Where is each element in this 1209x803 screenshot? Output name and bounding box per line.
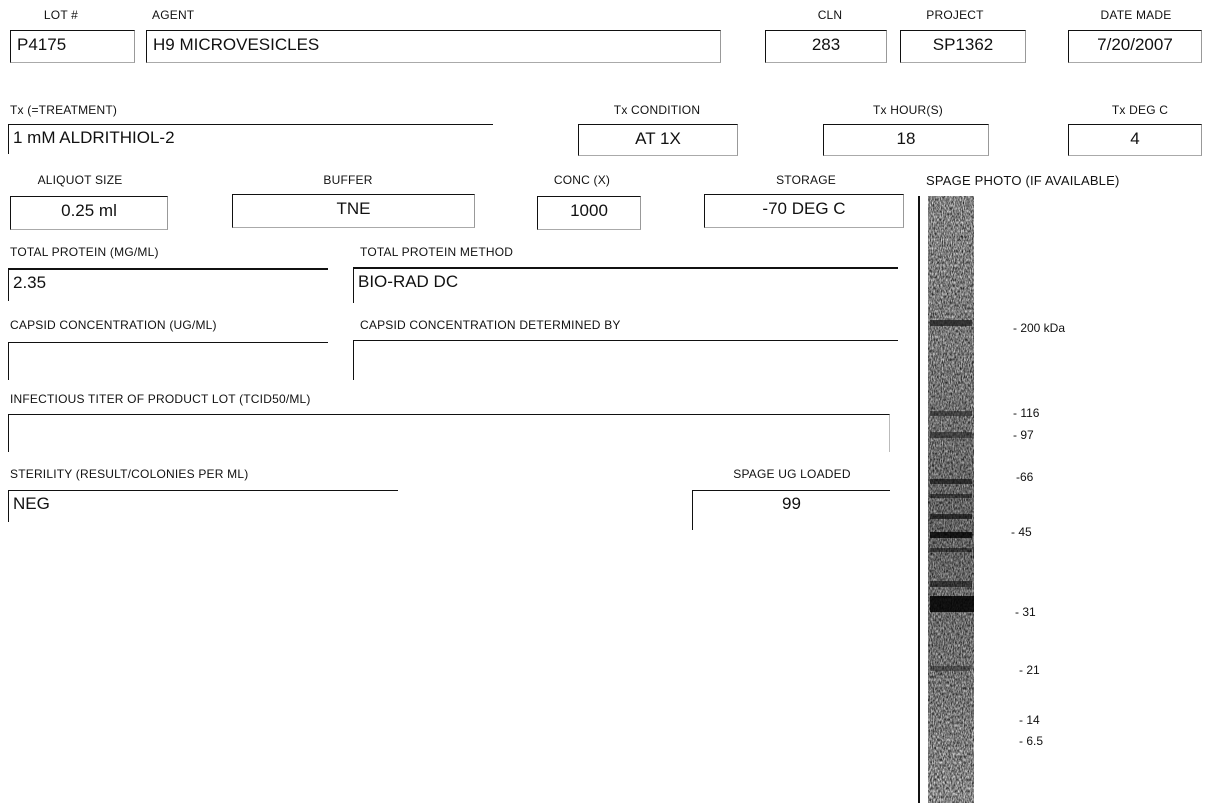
project-label: PROJECT: [926, 8, 984, 22]
marker-14: - 14: [1019, 713, 1040, 727]
marker-6-5: - 6.5: [1019, 734, 1044, 748]
tx-hours-label: Tx HOUR(S): [873, 103, 943, 117]
date-label: DATE MADE: [1100, 8, 1172, 22]
sterility-field[interactable]: NEG: [8, 490, 398, 522]
storage-label: STORAGE: [776, 173, 836, 187]
marker-97: - 97: [1013, 428, 1034, 442]
sterility-label: STERILITY (RESULT/COLONIES PER ML): [10, 467, 249, 481]
total-protein-label: TOTAL PROTEIN (MG/ML): [10, 245, 159, 259]
marker-21: - 21: [1019, 663, 1040, 677]
agent-label: AGENT: [152, 8, 195, 22]
spage-ug-field[interactable]: 99: [692, 490, 890, 530]
marker-116: - 116: [1013, 406, 1040, 420]
spage-photo-label: SPAGE PHOTO (IF AVAILABLE): [926, 173, 1120, 188]
tx-deg-label: Tx DEG C: [1111, 103, 1169, 117]
agent-field[interactable]: H9 MICROVESICLES: [146, 30, 721, 63]
treatment-field[interactable]: 1 mM ALDRITHIOL-2: [8, 124, 493, 154]
conc-label: CONC (X): [553, 173, 611, 187]
capsid-conc-label: CAPSID CONCENTRATION (UG/ML): [10, 318, 217, 332]
capsid-by-label: CAPSID CONCENTRATION DETERMINED BY: [360, 318, 621, 332]
tx-hours-field[interactable]: 18: [823, 124, 989, 156]
cln-label: CLN: [817, 8, 843, 22]
aliquot-field[interactable]: 0.25 ml: [10, 196, 168, 230]
infectious-titer-label: INFECTIOUS TITER OF PRODUCT LOT (TCID50/…: [10, 392, 311, 406]
total-protein-field[interactable]: 2.35: [8, 268, 328, 301]
cln-field[interactable]: 283: [765, 30, 887, 63]
lot-label: LOT #: [43, 8, 79, 22]
storage-field[interactable]: -70 DEG C: [704, 194, 904, 228]
tx-condition-label: Tx CONDITION: [613, 103, 701, 117]
treatment-label: Tx (=TREATMENT): [10, 103, 118, 117]
project-field[interactable]: SP1362: [900, 30, 1026, 63]
protein-method-field[interactable]: BIO-RAD DC: [353, 267, 898, 303]
capsid-conc-field[interactable]: [8, 342, 328, 380]
infectious-titer-field[interactable]: [8, 414, 890, 452]
buffer-label: BUFFER: [323, 173, 373, 187]
conc-field[interactable]: 1000: [537, 196, 641, 230]
tx-deg-field[interactable]: 4: [1068, 124, 1202, 156]
marker-66: -66: [1016, 470, 1034, 484]
marker-45: - 45: [1011, 525, 1032, 539]
capsid-by-field[interactable]: [353, 340, 898, 380]
spage-ug-label: SPAGE UG LOADED: [733, 467, 851, 481]
marker-31: - 31: [1015, 605, 1036, 619]
spage-gel-photo: [918, 196, 974, 803]
aliquot-label: ALIQUOT SIZE: [37, 173, 123, 187]
marker-200: - 200 kDa: [1013, 321, 1066, 335]
protein-method-label: TOTAL PROTEIN METHOD: [360, 245, 514, 259]
lot-field[interactable]: P4175: [10, 30, 135, 63]
buffer-field[interactable]: TNE: [232, 194, 475, 228]
date-field[interactable]: 7/20/2007: [1068, 30, 1202, 63]
tx-condition-field[interactable]: AT 1X: [578, 124, 738, 156]
